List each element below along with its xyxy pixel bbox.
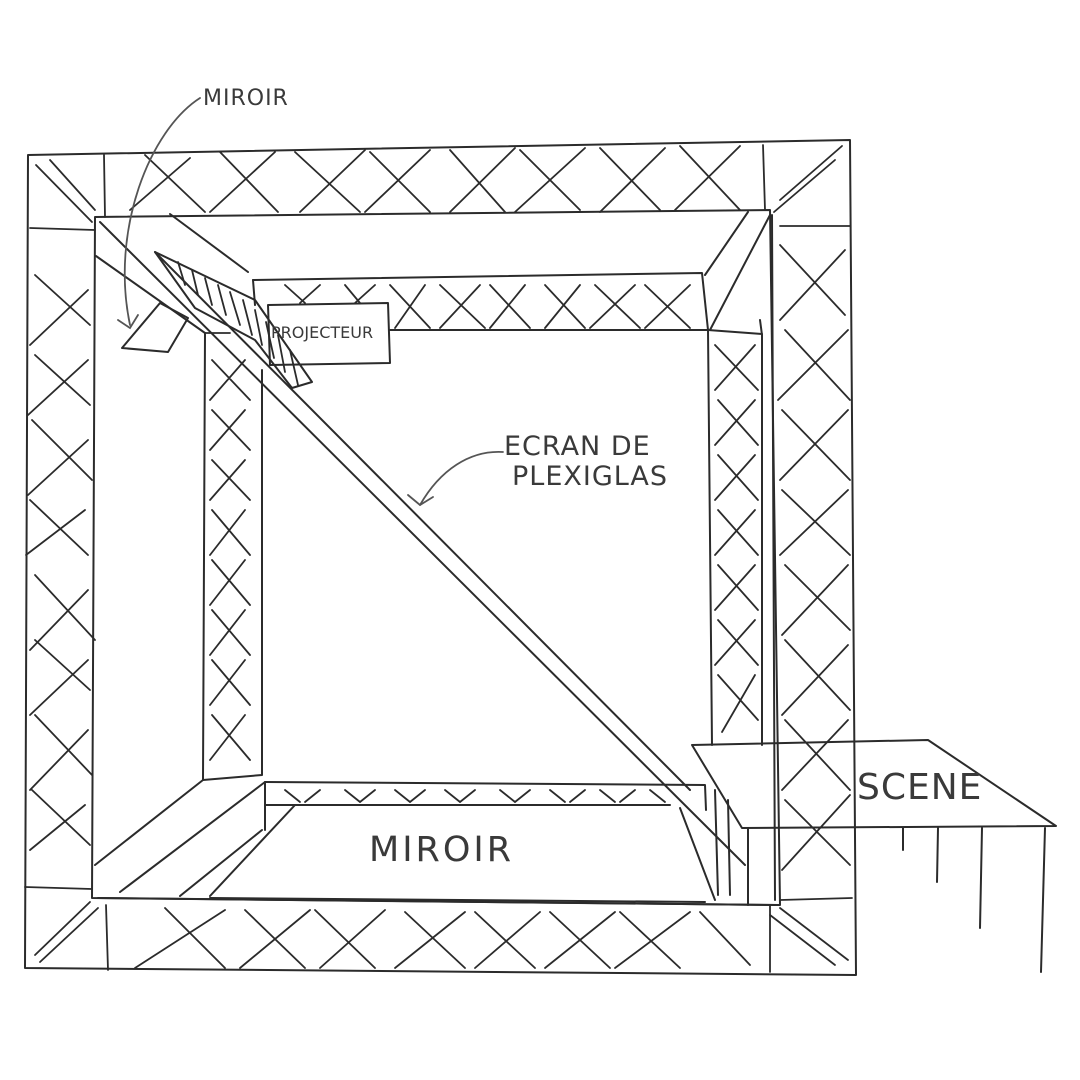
leader-plexiglas — [408, 452, 503, 505]
inner-frame — [95, 212, 775, 905]
label-plexiglas-screen: ECRAN DE PLEXIGLAS — [504, 432, 668, 491]
label-screen-line1: ECRAN DE — [504, 431, 651, 462]
plexiglas-screen — [100, 222, 745, 865]
label-stage: SCENE — [857, 770, 982, 806]
label-screen-line2: PLEXIGLAS — [504, 462, 668, 492]
label-mirror-top: MIROIR — [203, 88, 289, 110]
label-mirror-floor: MIROIR — [369, 833, 514, 868]
label-projector: PROJECTEUR — [271, 325, 373, 341]
leader-mirror-top — [118, 98, 200, 328]
